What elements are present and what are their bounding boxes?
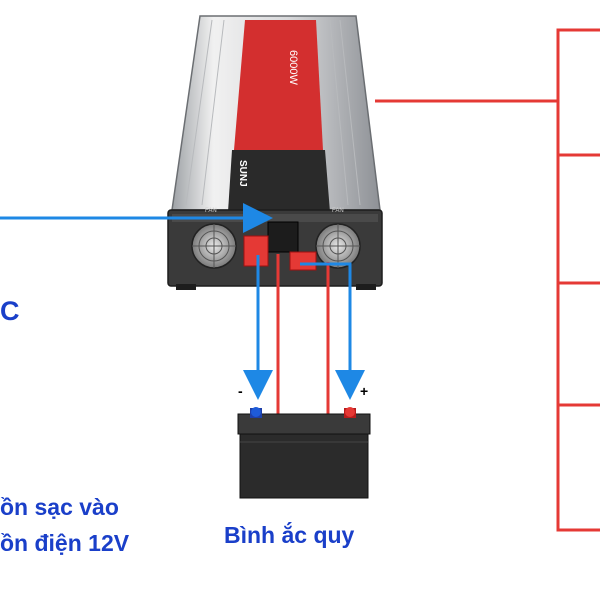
battery-label: Bình ắc quy [224,522,355,548]
load-panel [375,28,600,532]
right-fan-icon [315,223,361,269]
charger-note-line1: ồn sạc vào [0,494,119,520]
battery-icon [237,407,371,499]
left-fan-icon [191,223,237,269]
positive-arrow [300,262,365,400]
inverter-brand: SUNJ [237,160,248,187]
ac-input-label: C [0,296,20,326]
fan-left-label: FAN [205,208,217,214]
minus-sign: - [238,383,243,399]
plus-sign: + [360,383,368,399]
fan-right-label: FAN [332,208,344,214]
charger-note-line2: ồn điện 12V [0,530,130,556]
inverter-top-label: 6000W [287,50,299,85]
inverter: 6000W SUNJ FAN FAN [167,15,383,290]
